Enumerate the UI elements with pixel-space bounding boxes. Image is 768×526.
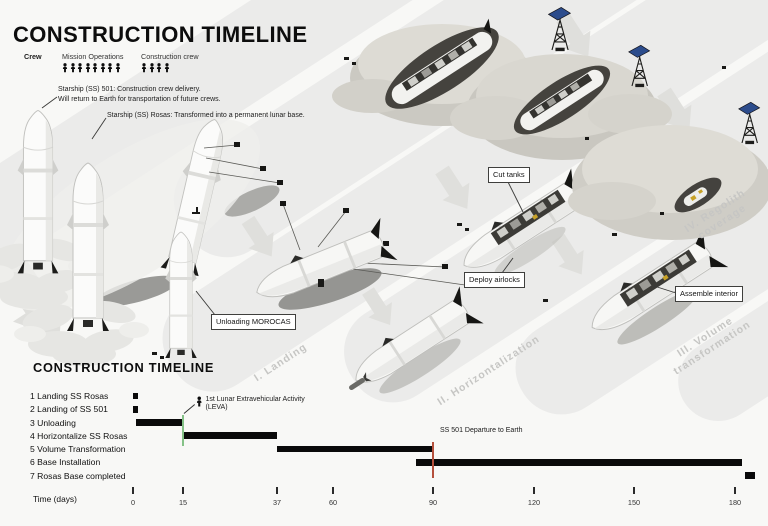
person-icon	[156, 63, 162, 73]
person-icon	[85, 63, 90, 73]
event-person	[196, 395, 203, 407]
callout-deploy-airlocks: Deploy airlocks	[464, 272, 525, 288]
person-icon	[92, 63, 98, 73]
gantt-task-label: 5 Volume Transformation	[30, 444, 126, 455]
gantt-bar	[133, 405, 138, 413]
starship-mini	[349, 372, 372, 391]
axis-tick-label: 15	[178, 497, 188, 507]
axis-tick	[734, 486, 736, 494]
axis-tick-label: 90	[428, 497, 438, 507]
axis-tick	[332, 486, 334, 494]
gantt-task-label: 1 Landing SS Rosas	[30, 391, 109, 402]
person-icon	[164, 63, 169, 73]
person-icon	[196, 395, 202, 406]
annotation-ss501-line2: Will return to Earth for transportation …	[58, 95, 221, 103]
crew-legend-label: Crew	[24, 52, 42, 61]
event-line-departure	[432, 441, 434, 478]
axis-tick-label: 60	[328, 497, 338, 507]
crew-group-construction: Construction crew	[141, 52, 199, 73]
gantt-task-label: 4 Horizontalize SS Rosas	[30, 430, 128, 441]
gantt-bar	[136, 419, 183, 426]
timeline-heading: CONSTRUCTION TIMELINE	[33, 360, 215, 375]
surface-equipment	[152, 57, 726, 359]
gantt-bar	[133, 392, 138, 400]
event-line-leva	[182, 414, 184, 446]
axis-tick-label: 120	[527, 497, 541, 507]
callout-leaders	[41, 96, 677, 316]
gantt-bar	[416, 458, 742, 466]
callout-unloading-morocas: Unloading MOROCAS	[211, 314, 296, 330]
axis-tick-label: 0	[130, 497, 136, 507]
callout-assemble-interior: Assemble interior	[675, 286, 743, 302]
gantt-task-label: 7 Rosas Base completed	[30, 470, 126, 481]
axis-tick	[533, 486, 535, 494]
time-axis-label: Time (days)	[33, 494, 77, 504]
gantt-bar	[745, 472, 756, 479]
regolith-dome-stage-2	[450, 54, 672, 160]
annotation-ss501-line1: Starship (SS) 501: Construction crew del…	[58, 86, 201, 93]
callout-cut-tanks: Cut tanks	[488, 167, 530, 183]
gantt-task-label: 3 Unloading	[30, 417, 76, 428]
gantt-bar	[183, 432, 277, 440]
person-icon	[70, 63, 75, 73]
gantt-bar	[277, 445, 433, 453]
starship-unloading	[164, 231, 198, 359]
annotation-ss501: Starship (SS) 501: Construction crew del…	[58, 85, 221, 105]
person-icon	[149, 63, 154, 73]
axis-tick	[432, 486, 434, 494]
ground-shadows	[96, 185, 699, 394]
gantt-task-label: 2 Landing of SS 501	[30, 404, 108, 415]
regolith-dome-stage-3	[568, 125, 768, 240]
crew-group-name: Construction crew	[141, 52, 199, 61]
person-icon	[62, 63, 68, 73]
crew-group-mission-ops: Mission Operations	[62, 52, 124, 73]
person-icon	[77, 63, 83, 73]
axis-tick-label: 150	[627, 497, 641, 507]
person-icon	[141, 63, 147, 73]
gantt-task-label: 6 Base Installation	[30, 457, 101, 468]
axis-tick-label: 37	[272, 497, 282, 507]
crew-icons-construction	[141, 63, 199, 73]
page-title: CONSTRUCTION TIMELINE	[13, 22, 308, 47]
crew-group-name: Mission Operations	[62, 52, 124, 61]
axis-tick	[132, 486, 134, 494]
starship-landing-2	[66, 162, 110, 332]
annotation-rosas: Starship (SS) Rosas: Transformed into a …	[107, 112, 305, 119]
axis-tick	[633, 486, 635, 494]
event-label-leva: 1st Lunar Extravehicular Activity	[205, 395, 305, 403]
axis-tick	[276, 486, 278, 494]
starship-landing-1	[17, 109, 59, 274]
person-icon	[107, 63, 113, 73]
axis-tick-label: 180	[728, 497, 742, 507]
crew-icons-mission-ops	[62, 63, 124, 73]
event-label-leva-2: (LEVA)	[205, 403, 228, 411]
person-icon	[100, 63, 105, 73]
axis-tick	[182, 486, 184, 494]
person-icon	[115, 63, 120, 73]
event-label-departure: SS 501 Departure to Earth	[440, 427, 523, 434]
